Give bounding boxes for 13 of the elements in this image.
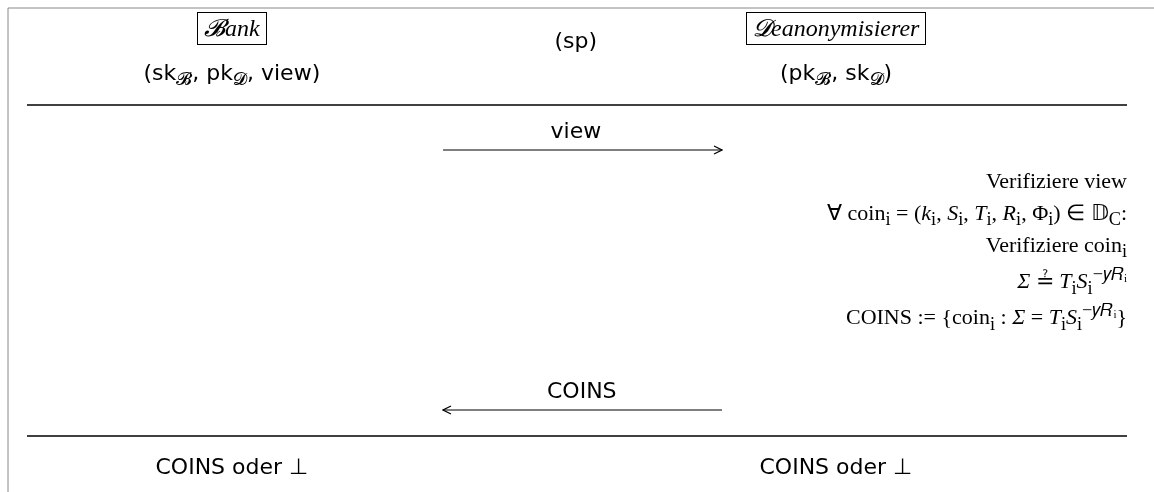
formula-text: COINS := {coin$_{i}$ : Σ = T$_{i}$S$_{i}$$^{−𝑦𝑅ᵢ}$} — [845, 300, 1127, 335]
setup-parameter: (sp) — [554, 28, 598, 53]
party-box: 𝓑ank — [197, 12, 267, 45]
party-keys: (sk$_{𝓑}$, pk$_{𝓓}$, view) — [143, 60, 321, 91]
output-text: COINS oder ⊥ — [155, 454, 309, 479]
step-text: Verifiziere view — [985, 168, 1127, 194]
party-keys: (pk$_{𝓑}$, sk$_{𝓓}$) — [780, 60, 893, 91]
party-box: 𝓓eanonymisierer — [746, 12, 927, 45]
message-label: COINS — [547, 378, 617, 403]
message-label: view — [550, 118, 602, 143]
output-text: COINS oder ⊥ — [759, 454, 913, 479]
step-text: Verifiziere coin$_{i}$ — [985, 232, 1127, 263]
step-text: ∀ coin$_{i}$ = (k$_{i}$, S$_{i}$, T$_{i}$, R$_{i}$, Φ$_{i}$) ∈ 𝔻$_{C}$: — [827, 200, 1127, 231]
